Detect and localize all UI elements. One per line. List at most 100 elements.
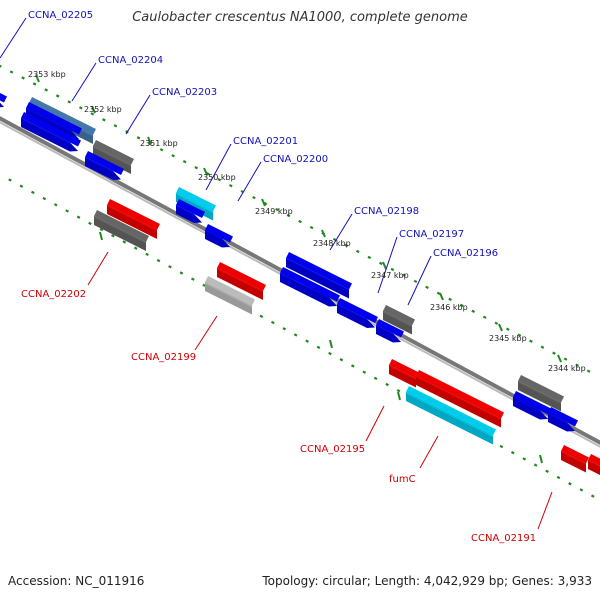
leader-line [205, 143, 232, 191]
ruler-dot-top [252, 195, 256, 200]
ruler-dot-top [425, 285, 429, 290]
ruler-dot-top [529, 339, 533, 343]
ruler-dot-bottom [396, 389, 401, 393]
ruler-dot-top [194, 166, 199, 170]
ruler-dot-bottom [259, 314, 264, 319]
gene-block-ccna-02195 [388, 359, 419, 388]
ruler-tick [203, 167, 208, 176]
ruler-tick [439, 292, 444, 301]
ruler-dot-bottom [293, 333, 298, 337]
ruler-dot-top [517, 333, 522, 337]
ruler-dot-top [136, 136, 141, 140]
ruler-dot-bottom [122, 240, 127, 244]
gene-block-row-b-2 [84, 151, 124, 180]
ruler-dot-top [413, 279, 418, 284]
leader-line [71, 62, 97, 102]
ruler-dot-top [379, 261, 383, 266]
leader-line [377, 236, 398, 294]
gene-block-fumc [415, 370, 504, 428]
ruler-dot-bottom [590, 494, 595, 498]
ruler-dot-bottom [53, 203, 58, 207]
ruler-dot-top [355, 249, 360, 254]
accession-text: Accession: NC_011916 [8, 574, 145, 588]
ruler-dot-top [102, 118, 106, 122]
tick-label: 2350 kbp [198, 173, 236, 182]
ruler-dot-bottom [305, 339, 309, 343]
ruler-dot-bottom [111, 234, 115, 238]
leader-line [87, 251, 109, 286]
leader-line [407, 255, 432, 306]
label-leaders [0, 17, 553, 530]
ruler-dot-top [586, 369, 591, 373]
ruler-dot-top [159, 148, 164, 152]
ruler-dot-bottom [99, 227, 104, 232]
ruler-dot-top [9, 70, 14, 74]
gene-label-forward: CCNA_02197 [399, 229, 464, 240]
ruler-dot-top [563, 357, 568, 361]
ruler-dot-bottom [579, 488, 584, 492]
ruler-dot-top [32, 82, 37, 86]
gene-block-row-b-5 [336, 298, 378, 328]
ruler-dot-bottom [339, 358, 344, 362]
ruler-dot-bottom [316, 345, 321, 350]
ruler-dot-top [494, 321, 499, 325]
gene-block-ccna-02202 [93, 210, 149, 251]
ruler-dot-bottom [270, 320, 275, 325]
leader-line [194, 315, 218, 351]
gene-block-ccna-02205 [0, 93, 7, 108]
ruler-dot-top [575, 363, 579, 367]
ruler-tick [35, 74, 40, 83]
ruler-dot-top [90, 112, 95, 116]
ruler-dot-top [552, 351, 556, 355]
leader-line [125, 94, 151, 135]
ruler-dot-bottom [76, 215, 81, 219]
ruler-dot-bottom [31, 190, 35, 195]
ruler-dot-top [275, 207, 279, 212]
ruler-tick [91, 105, 96, 114]
ruler-dot-top [182, 160, 187, 164]
gene-label-forward: CCNA_02196 [433, 248, 498, 259]
ruler-dot-top [471, 309, 476, 313]
ruler-dot-top [309, 225, 314, 230]
ruler-dot-bottom [8, 178, 12, 182]
gene-block-row-b-4 [279, 267, 340, 307]
ruler-dot-top [540, 345, 545, 349]
ruler-tick [382, 261, 387, 270]
ruler-dot-bottom [545, 469, 549, 473]
tick-label: 2348 kbp [313, 239, 351, 248]
gene-labels: CCNA_02205CCNA_02204CCNA_02203CCNA_02201… [21, 10, 536, 544]
map-title: Caulobacter crescentus NA1000, complete … [132, 10, 468, 25]
leader-line [419, 435, 439, 469]
gene-label-reverse: CCNA_02202 [21, 289, 86, 300]
ruler-dot-bottom [133, 246, 138, 250]
ruler-dot-bottom [362, 370, 367, 374]
ruler-dot-top [344, 243, 349, 248]
ruler-dot-top [67, 100, 72, 104]
gene-block-ccna-02191-b [587, 454, 600, 475]
tick-label: 2346 kbp [430, 303, 468, 312]
tick-label: 2349 kbp [255, 207, 293, 216]
topology-text: Topology: circular; Length: 4,042,929 bp… [262, 574, 592, 588]
gene-label-reverse: CCNA_02195 [300, 444, 365, 455]
leader-line [365, 405, 385, 442]
ruler-dot-top [402, 273, 406, 278]
tick-label: 2344 kbp [548, 364, 586, 373]
gene-block-ccna-02190 [517, 375, 564, 412]
ruler-tick [329, 339, 333, 349]
ruler-dot-bottom [145, 252, 149, 257]
ruler-tick [147, 136, 152, 145]
ruler-dot-bottom [168, 265, 172, 269]
gene-block-ccna-02197 [382, 305, 415, 335]
ruler-dot-top [459, 303, 464, 307]
ruler-dot-top [482, 315, 487, 319]
gene-label-forward: CCNA_02203 [152, 87, 217, 98]
ruler-tick [539, 454, 543, 464]
ruler-dot-top [21, 76, 25, 80]
ruler-dot-bottom [385, 382, 389, 387]
ruler-dot-top [390, 267, 395, 272]
ruler-dot-bottom [556, 475, 561, 480]
gene-block-ccna-02199-r [216, 262, 266, 300]
tick-label: 2351 kbp [140, 139, 178, 148]
